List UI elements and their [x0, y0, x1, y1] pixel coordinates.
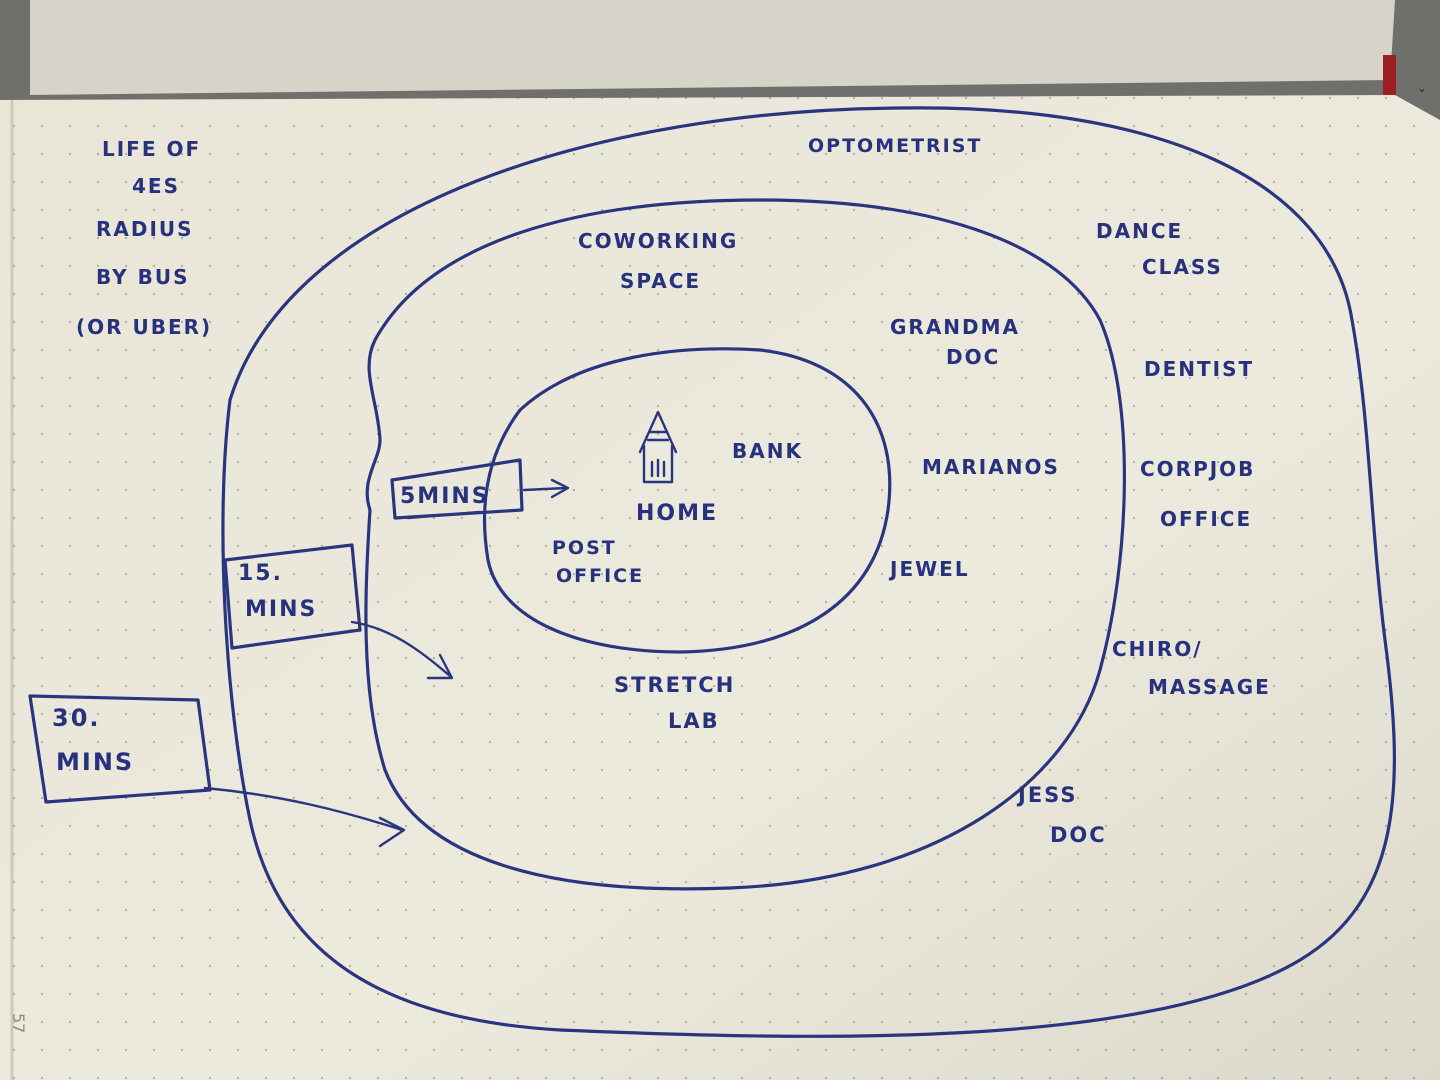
note-line-2: 4ES [132, 174, 180, 198]
note-line-5: (OR UBER) [76, 315, 212, 339]
label-chiro-2: MASSAGE [1148, 675, 1271, 699]
label-corpjob-2: OFFICE [1160, 507, 1252, 531]
label-dance-class-1: DANCE [1096, 219, 1183, 243]
label-marianos: MARIANOS [922, 455, 1060, 479]
label-jewel: JEWEL [888, 557, 970, 581]
outer-time-box: 30. MINS [28, 694, 406, 848]
dot-grid [0, 95, 1440, 1080]
outer-time-label-1: 30. [52, 704, 101, 732]
label-grandma-doc-1: GRANDMA [890, 315, 1020, 339]
inner-time-label: 5MINS [400, 484, 490, 509]
label-jess-doc-2: DOC [1050, 823, 1107, 847]
label-coworking-2: SPACE [620, 269, 701, 293]
label-corpjob-1: CORPJOB [1140, 457, 1255, 481]
page-number: 57 [9, 1013, 28, 1033]
inner-ring-5min [482, 347, 892, 654]
label-coworking-1: COWORKING [578, 229, 738, 253]
house-icon [638, 410, 678, 484]
label-optometrist: OPTOMETRIST [808, 135, 982, 157]
outer-time-label-2: MINS [56, 748, 134, 776]
outer-ring-30min [221, 106, 1396, 1038]
label-chiro-1: CHIRO/ [1112, 637, 1203, 661]
label-post-office-2: OFFICE [556, 565, 644, 587]
label-grandma-doc-2: DOC [946, 345, 1000, 369]
label-dance-class-2: CLASS [1142, 255, 1223, 279]
note-line-1: LIFE OF [102, 137, 201, 161]
arrow-diagonal-icon [350, 620, 454, 680]
label-stretch-lab-2: LAB [668, 709, 720, 733]
previous-page [30, 0, 1395, 95]
label-bank: BANK [732, 439, 803, 463]
middle-time-label-2: MINS [245, 597, 317, 622]
middle-time-box: 15. MINS [223, 543, 454, 680]
middle-time-label-1: 15. [238, 561, 283, 586]
label-stretch-lab-1: STRETCH [614, 673, 735, 697]
label-jess-doc-1: JESS [1016, 783, 1077, 807]
note-line-4: BY BUS [96, 265, 189, 289]
arrow-diagonal-icon-2 [203, 786, 406, 848]
label-home: HOME [636, 501, 718, 526]
middle-ring-15min [364, 198, 1126, 891]
chevron-down-icon: ⌄ [1417, 81, 1427, 95]
note-line-3: RADIUS [96, 217, 194, 241]
label-dentist: DENTIST [1144, 357, 1254, 381]
inner-time-box: 5MINS [390, 458, 570, 520]
label-post-office-1: POST [552, 537, 617, 559]
arrow-right-icon [522, 478, 570, 499]
note-block: LIFE OF 4ES RADIUS BY BUS (OR UBER) [76, 137, 212, 339]
